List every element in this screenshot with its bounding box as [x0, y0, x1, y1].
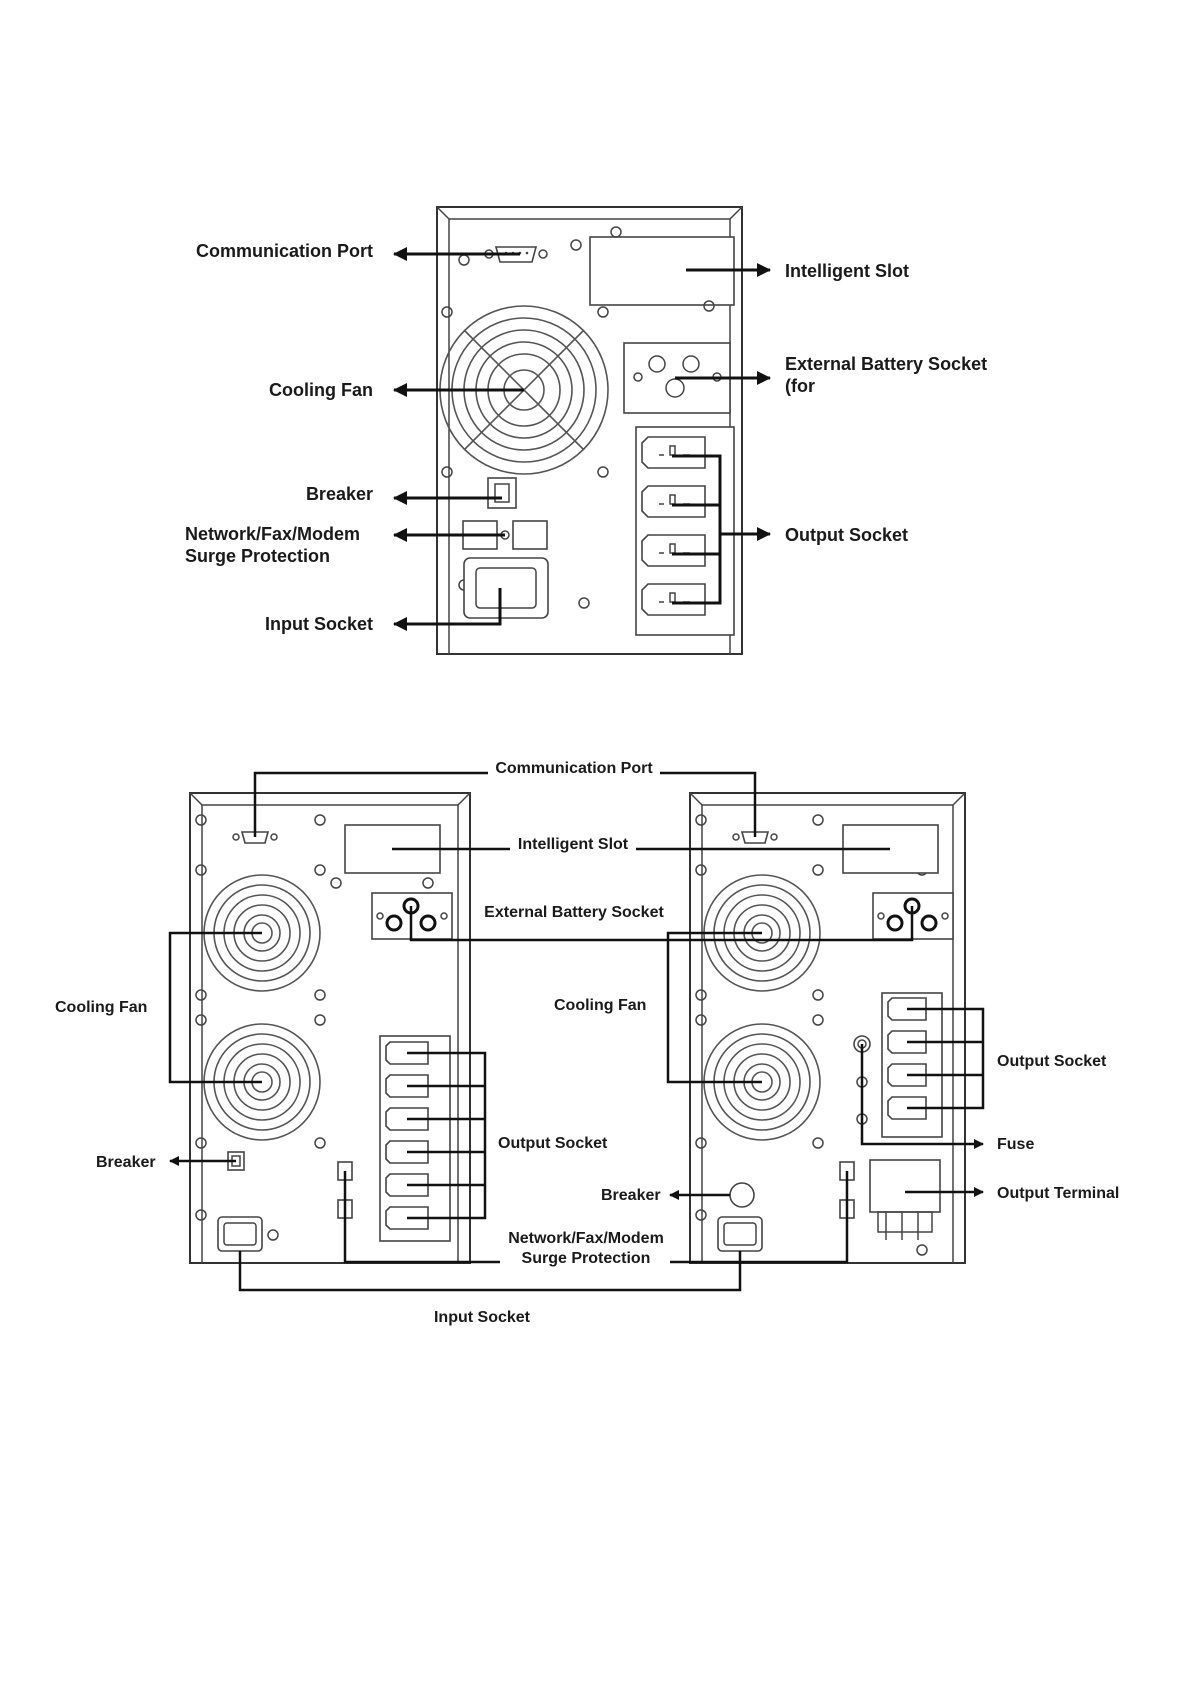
figure-1-tower-ups: Communication Port Intelligent Slot Exte… — [185, 206, 987, 655]
label-input-socket: Input Socket — [265, 614, 373, 634]
input-socket — [463, 557, 549, 619]
output-terminal-block — [869, 1159, 941, 1240]
output-socket-block — [635, 426, 735, 636]
output-socket-block — [379, 1035, 451, 1242]
label-cooling-fan: Cooling Fan — [269, 380, 373, 400]
screws — [195, 814, 434, 1241]
label-input-socket: Input Socket — [434, 1309, 531, 1326]
breaker-switch — [487, 477, 517, 509]
label-cooling-fan-center: Cooling Fan — [554, 997, 646, 1014]
output-socket-outlet — [641, 583, 706, 616]
label-output-socket-left: Output Socket — [498, 1135, 608, 1152]
label-breaker: Breaker — [306, 484, 373, 504]
label-communication-port: Communication Port — [196, 241, 373, 261]
output-socket-outlet — [641, 534, 706, 567]
figure-1-labels: Communication Port Intelligent Slot Exte… — [185, 241, 987, 634]
input-socket — [217, 1216, 263, 1252]
figure-2-rack-ups: Communication Port Intelligent Slot Exte… — [55, 756, 1119, 1326]
output-socket-block — [881, 992, 943, 1138]
label-cooling-fan-left: Cooling Fan — [55, 999, 147, 1016]
label-intelligent-slot: Intelligent Slot — [785, 261, 909, 281]
label-output-socket-right: Output Socket — [997, 1053, 1107, 1070]
label-external-battery-socket: External Battery Socket — [785, 354, 987, 374]
label-external-battery-socket: External Battery Socket — [484, 904, 664, 921]
label-network-surge-line2: Surge Protection — [185, 546, 330, 566]
output-socket-outlet — [641, 485, 706, 518]
label-intelligent-slot: Intelligent Slot — [518, 836, 629, 853]
label-breaker-left: Breaker — [96, 1154, 156, 1171]
label-output-socket: Output Socket — [785, 525, 908, 545]
label-communication-port: Communication Port — [495, 760, 653, 777]
label-network-surge: Network/Fax/Modem — [185, 524, 360, 544]
label-network-surge: Network/Fax/Modem — [508, 1230, 664, 1247]
communication-port-connector — [232, 831, 278, 844]
communication-port-connector — [732, 831, 778, 844]
input-socket — [717, 1216, 763, 1252]
figure-2-leader-lines — [168, 771, 985, 1292]
figure-1-leader-lines — [393, 247, 771, 631]
label-breaker-right: Breaker — [601, 1187, 661, 1204]
label-external-battery-socket-line2: (for — [785, 376, 815, 396]
label-output-terminal: Output Terminal — [997, 1185, 1119, 1202]
label-network-surge-line2: Surge Protection — [522, 1250, 651, 1267]
left-unit — [189, 792, 471, 1264]
output-socket-outlet — [641, 436, 706, 469]
label-fuse: Fuse — [997, 1136, 1034, 1153]
breaker-knob — [729, 1182, 755, 1208]
figure-2-label-masks — [474, 756, 674, 1271]
figure-2-labels: Communication Port Intelligent Slot Exte… — [55, 760, 1119, 1326]
screws — [441, 239, 609, 609]
external-battery-socket — [371, 892, 453, 940]
